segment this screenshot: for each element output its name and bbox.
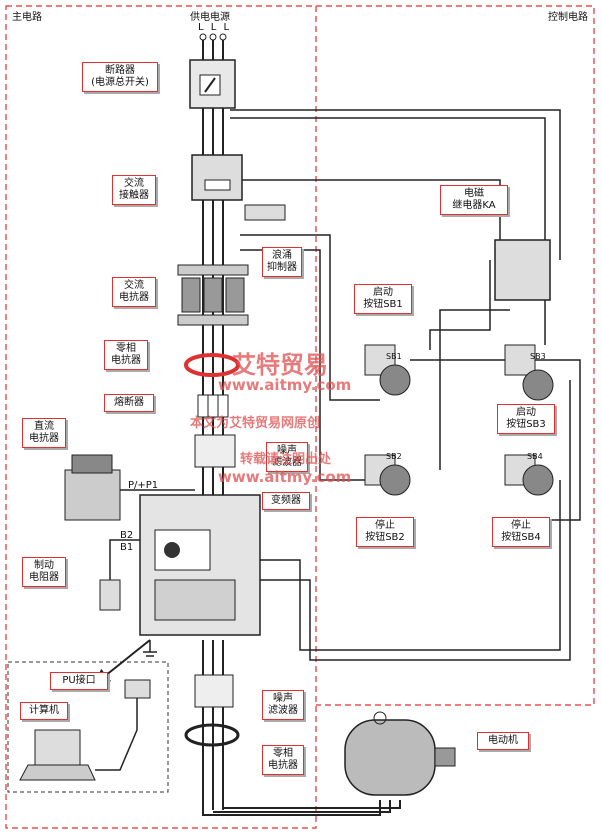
terminal-b1: B1 [120,542,134,553]
pushbutton-sb1 [364,344,411,396]
label-breaker: 断路器 (电源总开关) [82,62,158,92]
label-motor: 电动机 [477,732,529,750]
terminal-sb2: SB2 [386,452,402,461]
phase-terminal-2 [209,33,217,41]
watermark-notice-2: 转载请注明出处 [240,452,332,467]
pushbutton-sb4 [504,454,554,496]
watermark-url-2: www.aitmy.com [218,468,352,486]
main-circuit-title: 主电路 [12,12,42,23]
noise-filter-bottom-device [194,674,234,708]
label-relay: 电磁 继电器KA [440,185,508,215]
terminal-sb3: SB3 [530,352,546,361]
surge-suppressor-device [244,204,286,221]
label-dc-reactor: 直流 电抗器 [22,418,66,448]
label-pu-port: PU接口 [50,672,108,690]
inverter-device [139,494,261,636]
label-start-sb3: 启动 按钮SB3 [497,404,555,434]
label-stop-sb4: 停止 按钮SB4 [492,517,550,547]
label-brake-resistor: 制动 电阻器 [22,557,66,587]
label-inverter: 变频器 [262,492,310,510]
terminal-b2: B2 [120,530,134,541]
zero-phase-ring-top [184,353,240,377]
pushbutton-sb3 [504,344,554,401]
contactor-device [191,154,286,221]
fuse-device [197,394,229,418]
relay-device [494,239,551,301]
power-supply-title: 供电电源 [190,12,230,23]
pc-connection-box [7,661,169,793]
watermark-url-1: www.aitmy.com [218,376,352,394]
dc-reactor-device [64,454,121,521]
pushbutton-sb2 [364,454,411,496]
computer-device [19,729,96,781]
label-surge-suppressor: 浪涌 抑制器 [262,247,302,277]
watermark-brand: 艾特贸易 [232,351,328,379]
ac-reactor-device [177,264,249,326]
phase-labels: L L L [198,22,232,33]
motor-device [344,711,456,796]
label-stop-sb2: 停止 按钮SB2 [356,517,414,547]
label-contactor: 交流 接触器 [112,175,156,205]
brake-resistor-device [99,579,121,611]
phase-terminal-1 [199,33,207,41]
label-start-sb1: 启动 按钮SB1 [354,284,412,314]
noise-filter-top-device [194,434,236,468]
main-power-wires [202,40,401,816]
terminal-sb1: SB1 [386,352,402,361]
terminal-p-p1: P/+P1 [128,480,159,491]
label-zero-phase-reactor-top: 零相 电抗器 [104,340,148,370]
main-circuit-border [5,5,317,829]
breaker-device [189,59,236,109]
label-fuse: 熔断器 [104,394,154,412]
terminal-sb4: SB4 [527,452,543,461]
label-computer: 计算机 [20,702,68,720]
label-noise-filter-top: 噪声 滤波器 [266,442,308,472]
watermark-notice-1: 本文为艾特贸易网原创 [190,416,321,431]
label-ac-reactor: 交流 电抗器 [112,277,156,307]
label-zero-phase-reactor-bottom: 零相 电抗器 [262,745,304,775]
zero-phase-ring-bottom [184,723,240,747]
phase-terminal-3 [219,33,227,41]
label-noise-filter-bottom: 噪声 滤波器 [262,690,304,720]
ground-symbol [143,640,157,657]
control-circuit-border [316,5,595,706]
pu-port-device [124,679,151,699]
control-circuit-title: 控制电路 [548,12,588,23]
